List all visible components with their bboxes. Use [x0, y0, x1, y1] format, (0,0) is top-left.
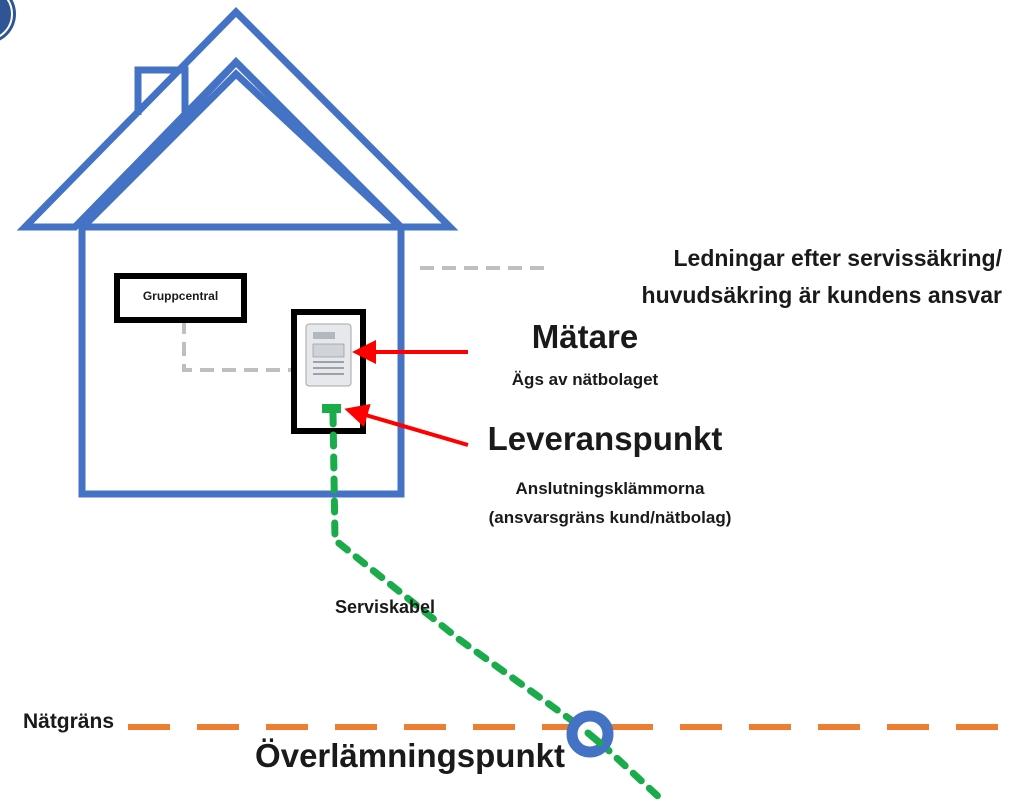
- delivery-point-note-line-2: (ansvarsgräns kund/nätbolag): [488, 508, 732, 527]
- delivery-point-arrow: [344, 403, 469, 447]
- service-cable-label: Serviskabel: [334, 597, 436, 617]
- grid-boundary-label: Nätgräns: [22, 710, 114, 733]
- delivery-point-note-line-1: Anslutningsklämmorna: [515, 479, 705, 498]
- customer-responsibility-note: Ledningar efter servissäkring/ huvudsäkr…: [560, 240, 1002, 314]
- meter-title: Mätare: [531, 318, 639, 355]
- connection-terminals: [322, 404, 341, 413]
- delivery-point-title: Leveranspunkt: [487, 420, 723, 457]
- gruppcentral-box: [114, 273, 247, 323]
- gruppcentral-label: Gruppcentral: [142, 289, 219, 303]
- roof-inner-edge: [79, 69, 404, 231]
- delivery-point-note: Anslutningsklämmorna (ansvarsgräns kund/…: [430, 474, 790, 532]
- service-cable-end: [584, 729, 604, 747]
- handover-point-label: Överlämningspunkt: [255, 737, 565, 774]
- customer-responsibility-line-1: Ledningar efter servissäkring/: [673, 245, 1002, 271]
- chimney: [134, 66, 189, 115]
- meter-icon: [305, 323, 352, 387]
- meter-owner-note: Ägs av nätbolaget: [511, 370, 659, 389]
- service-cable: [329, 409, 666, 804]
- customer-responsibility-line-2: huvudsäkring är kundens ansvar: [641, 282, 1002, 308]
- house-wall-frame: [78, 223, 405, 498]
- customer-wiring: [182, 266, 552, 372]
- house-roof: [16, 7, 459, 237]
- logo-fragment: [0, 0, 16, 41]
